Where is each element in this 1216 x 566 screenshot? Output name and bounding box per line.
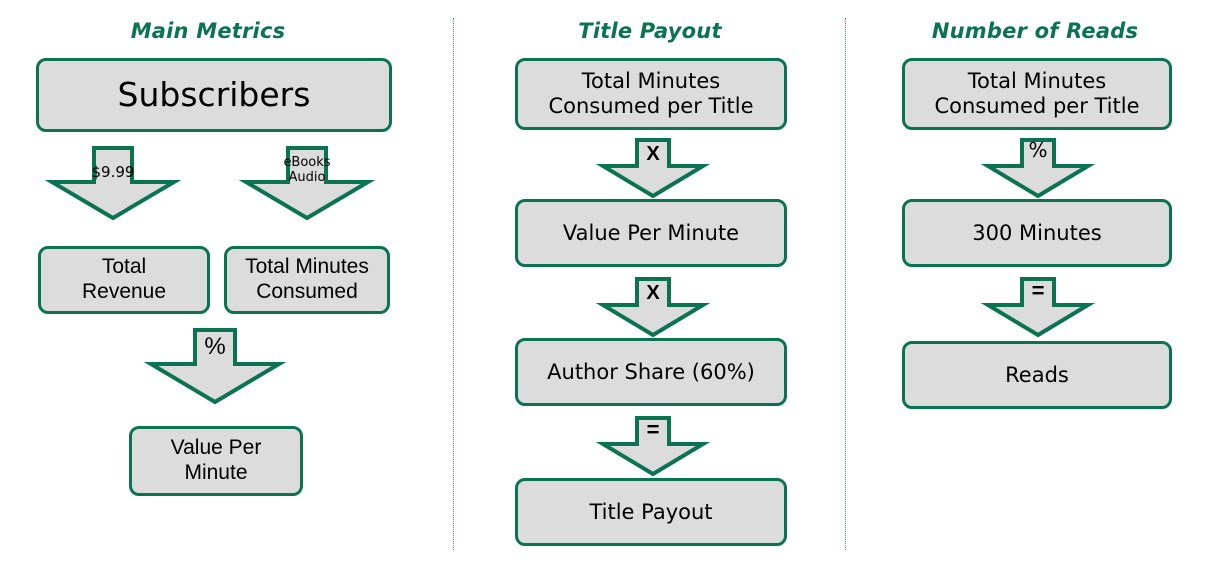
node-total-revenue[interactable]: Total Revenue: [38, 246, 210, 314]
column-divider-right: [845, 18, 846, 550]
node-value-per-minute-mid[interactable]: Value Per Minute: [515, 199, 787, 267]
node-total-minutes-consumed[interactable]: Total Minutes Consumed: [224, 246, 390, 314]
arrow-equals-1: =: [595, 416, 711, 477]
node-reads[interactable]: Reads: [902, 341, 1172, 409]
arrow-formats: eBooks Audio: [238, 146, 376, 221]
column-title-main-metrics: Main Metrics: [130, 19, 286, 43]
node-value-per-minute-left[interactable]: Value Per Minute: [129, 426, 303, 496]
arrow-equals-2: =: [980, 277, 1096, 338]
column-title-number-of-reads: Number of Reads: [931, 19, 1139, 43]
arrow-percent-left: %: [143, 328, 287, 405]
column-title-title-payout: Title Payout: [578, 19, 722, 43]
arrow-price: $9.99: [44, 146, 182, 221]
node-total-minutes-per-title[interactable]: Total Minutes Consumed per Title: [515, 58, 787, 130]
arrow-percent-right: %: [980, 138, 1096, 199]
node-author-share[interactable]: Author Share (60%): [515, 338, 787, 406]
column-divider-left: [453, 18, 454, 550]
node-total-minutes-per-title-right[interactable]: Total Minutes Consumed per Title: [902, 58, 1172, 130]
node-title-payout-result[interactable]: Title Payout: [515, 478, 787, 546]
arrow-multiply-2: X: [595, 277, 711, 338]
node-three-hundred-minutes[interactable]: 300 Minutes: [902, 199, 1172, 267]
node-subscribers[interactable]: Subscribers: [36, 58, 392, 132]
arrow-multiply-1: X: [595, 138, 711, 199]
